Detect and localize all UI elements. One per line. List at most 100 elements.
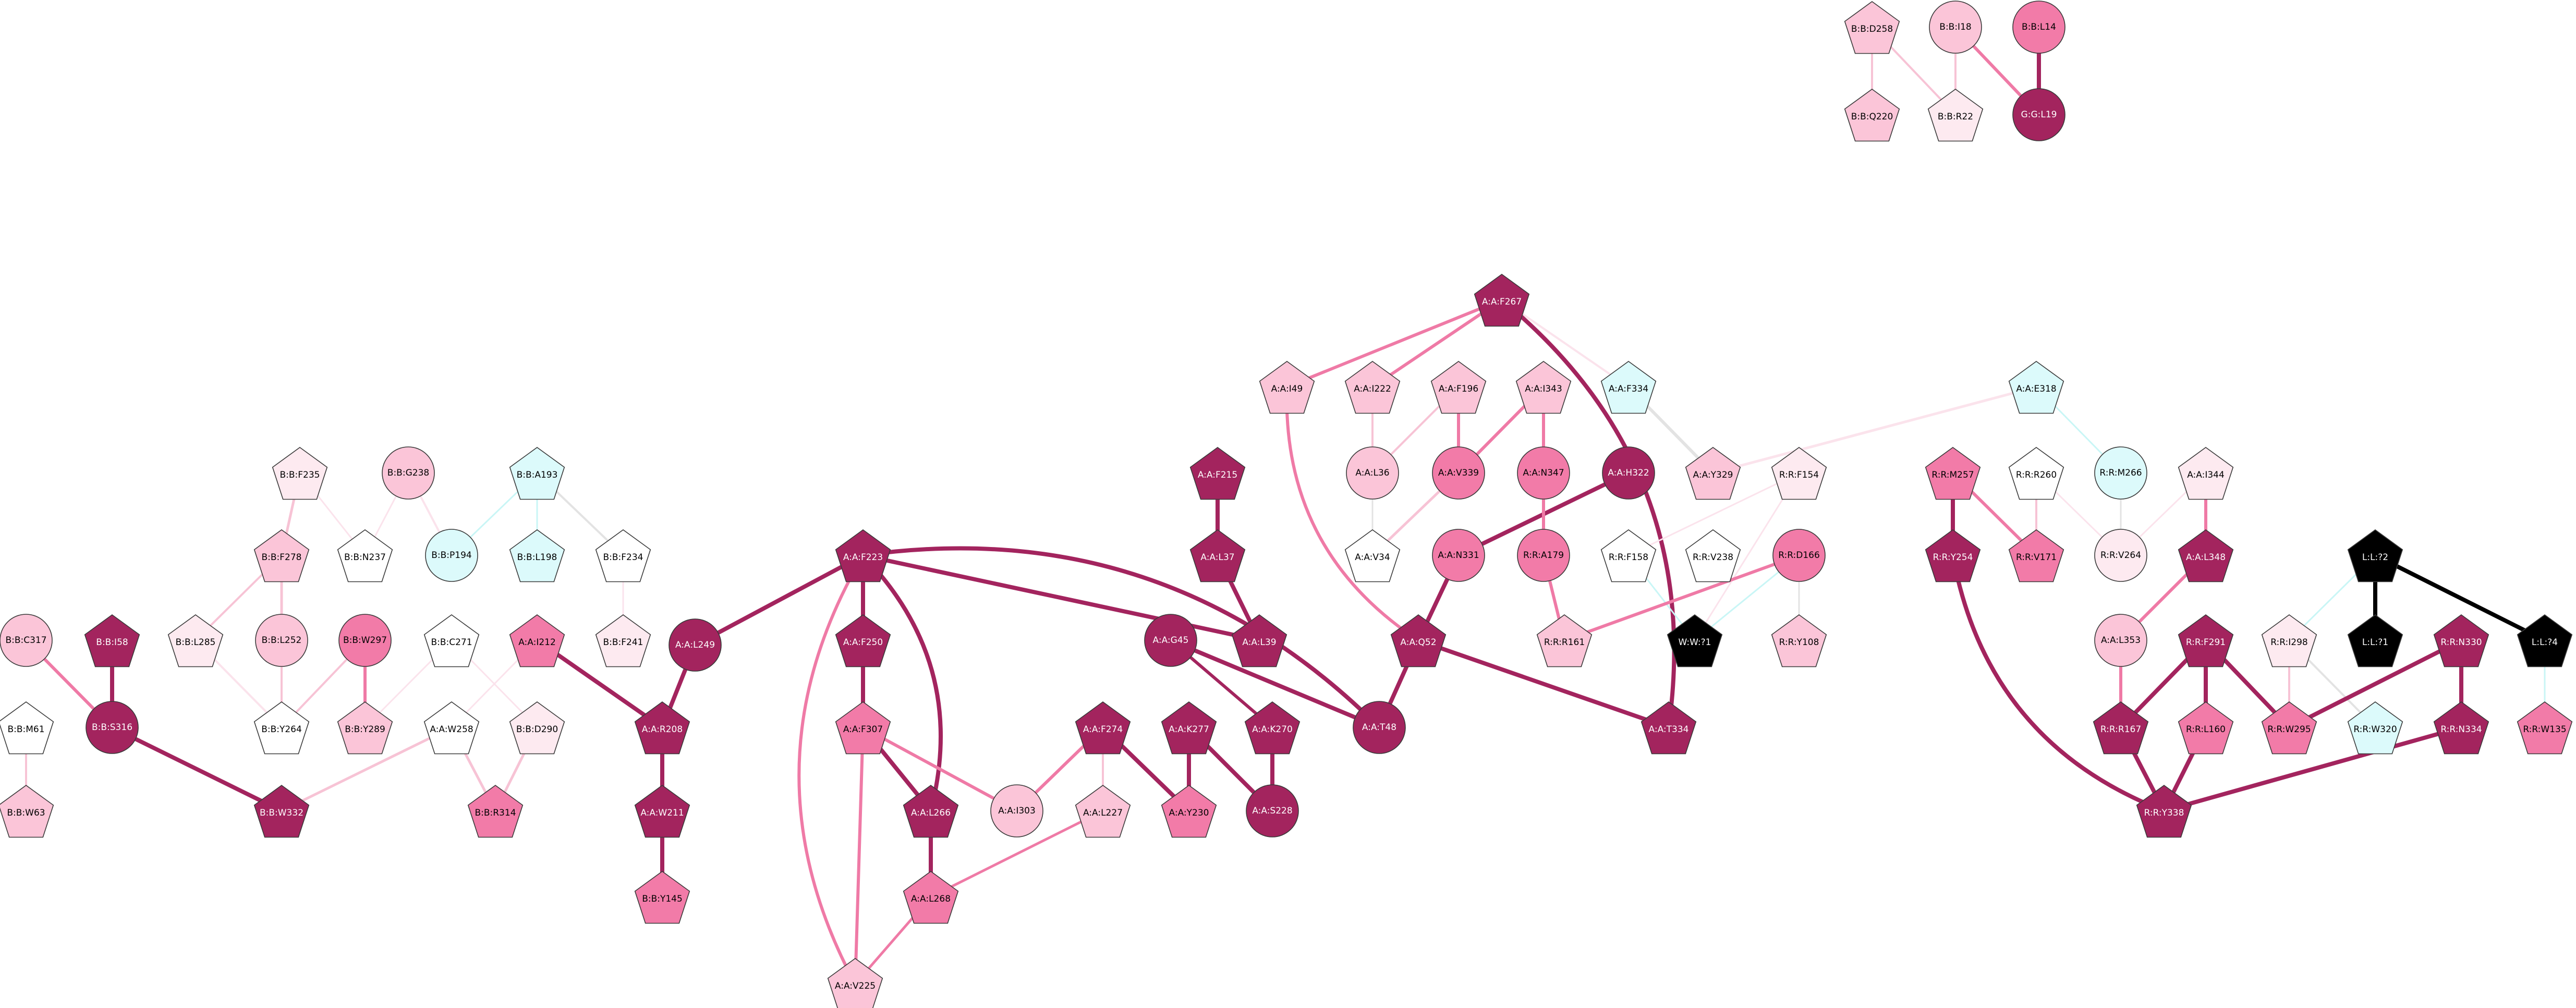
node-label-a-a-l348: A:A:L348 [2186, 552, 2226, 563]
node-label-a-a-i212: A:A:I212 [518, 637, 556, 648]
node-shape-a-a-f274 [1075, 701, 1131, 755]
node-shape-a-a-t334 [1641, 701, 1697, 755]
edges-layer [25, 25, 2547, 986]
node-label-b-b-f278: B:B:F278 [261, 552, 301, 563]
node-a-a-t334: A:A:T334 [1641, 701, 1697, 755]
node-b-b-l252: B:B:L252 [255, 614, 308, 667]
node-b-b-q220: B:B:Q220 [1844, 89, 1900, 142]
node-r-r-y254: R:R:Y254 [1925, 529, 1981, 582]
edge-a-a-f307--a-a-i303 [861, 726, 1018, 812]
node-label-a-a-l249: A:A:L249 [675, 640, 715, 650]
node-label-b-b-m61: B:B:M61 [7, 724, 44, 735]
node-label-a-a-l227: A:A:L227 [1083, 808, 1123, 818]
node-b-b-l198: B:B:L198 [509, 529, 565, 582]
node-label-a-a-y230: A:A:Y230 [1169, 808, 1209, 818]
node-shape-b-b-l285 [167, 614, 224, 667]
node-shape-a-a-l37 [1189, 529, 1246, 582]
node-l-l-4: L:L:?4 [2517, 614, 2573, 667]
node-label-r-r-f291: R:R:F291 [2186, 637, 2226, 648]
edge-r-r-d166--r-r-r161 [1563, 554, 1801, 642]
node-a-a-k270: A:A:K270 [1244, 701, 1301, 755]
node-label-r-r-l160: R:R:L160 [2186, 724, 2226, 735]
node-label-b-b-y264: B:B:Y264 [261, 724, 302, 735]
node-b-b-r22: B:B:R22 [1927, 89, 1984, 142]
node-label-a-a-t334: A:A:T334 [1649, 724, 1689, 735]
node-b-b-l285: B:B:L285 [167, 614, 224, 667]
node-shape-a-a-l348 [2178, 529, 2234, 582]
node-label-a-a-w258: A:A:W258 [430, 724, 473, 735]
node-label-r-r-n334: R:R:N334 [2440, 724, 2482, 735]
node-shape-a-a-y329 [1685, 447, 1741, 500]
node-a-a-f274: A:A:F274 [1075, 701, 1131, 755]
node-label-b-b-w297: B:B:W297 [343, 635, 387, 646]
node-shape-r-r-r161 [1536, 614, 1593, 667]
node-shape-r-r-w320 [2347, 701, 2403, 755]
node-label-b-b-r314: B:B:R314 [475, 808, 516, 818]
node-a-a-l227: A:A:L227 [1075, 785, 1131, 838]
node-label-r-r-w295: R:R:W295 [2267, 724, 2311, 735]
node-label-b-b-d258: B:B:D258 [1851, 24, 1893, 34]
node-shape-b-b-w297 [338, 614, 392, 667]
node-r-r-y338: R:R:Y338 [2136, 785, 2192, 838]
node-label-a-a-e318: A:A:E318 [2016, 384, 2056, 394]
node-label-b-b-a193: B:B:A193 [517, 470, 558, 480]
node-r-r-i298: R:R:I298 [2261, 614, 2317, 667]
node-r-r-f158: R:R:F158 [1600, 529, 1657, 582]
node-a-a-r208: A:A:R208 [634, 701, 690, 755]
node-label-a-a-r208: A:A:R208 [642, 724, 683, 735]
node-a-a-w211: A:A:W211 [634, 785, 690, 838]
node-l-l-1: L:L:?1 [2347, 614, 2403, 667]
node-w-w-1: W:W:?1 [1667, 614, 1723, 667]
node-shape-b-b-p194 [425, 529, 478, 582]
node-label-b-b-i18: B:B:I18 [1939, 22, 1971, 32]
node-a-a-s228: A:A:S228 [1246, 784, 1299, 837]
node-a-a-h322: A:A:H322 [1602, 446, 1655, 500]
node-shape-a-a-l266 [903, 785, 959, 838]
node-a-a-w258: A:A:W258 [423, 701, 480, 755]
node-r-r-v238: R:R:V238 [1685, 529, 1741, 582]
node-label-a-a-l36: A:A:L36 [1355, 468, 1389, 478]
node-b-b-p194: B:B:P194 [425, 529, 478, 582]
node-l-l-2: L:L:?2 [2347, 529, 2403, 582]
node-label-a-a-f334: A:A:F334 [1609, 384, 1648, 394]
node-shape-r-r-r260 [2008, 447, 2064, 500]
node-shape-b-b-i18 [1929, 1, 1982, 54]
node-shape-b-b-c271 [423, 614, 480, 667]
node-label-b-b-p194: B:B:P194 [431, 550, 471, 561]
edge-a-a-f307--a-a-v225 [854, 726, 865, 986]
node-shape-r-r-f158 [1600, 529, 1657, 582]
node-a-a-v34: A:A:V34 [1344, 529, 1401, 582]
node-shape-a-a-l249 [669, 618, 722, 672]
node-shape-b-b-m61 [0, 701, 54, 755]
node-shape-w-w-1 [1667, 614, 1723, 667]
node-b-b-g238: B:B:G238 [382, 446, 435, 500]
node-label-b-b-i58: B:B:I58 [96, 637, 128, 648]
edge-a-a-f267--a-a-i49 [1285, 298, 1503, 388]
edge-r-r-n334--r-r-y338 [2162, 725, 2463, 813]
node-label-g-g-l19: G:G:L19 [2021, 110, 2057, 120]
node-label-a-a-f196: A:A:F196 [1439, 384, 1478, 394]
node-shape-b-b-r314 [467, 785, 524, 838]
node-shape-a-a-f307 [835, 701, 891, 755]
node-b-b-c271: B:B:C271 [423, 614, 480, 667]
node-r-r-m257: R:R:M257 [1925, 447, 1981, 500]
node-label-r-r-d166: R:R:D166 [1778, 550, 1820, 561]
node-b-b-i58: B:B:I58 [84, 614, 140, 667]
node-r-r-n334: R:R:N334 [2433, 701, 2489, 755]
node-label-r-r-w320: R:R:W320 [2353, 724, 2397, 735]
node-shape-l-l-2 [2347, 529, 2403, 582]
node-shape-b-b-y289 [337, 701, 393, 755]
node-shape-r-r-f154 [1771, 447, 1827, 500]
node-a-a-f307: A:A:F307 [835, 701, 891, 755]
node-b-b-r314: B:B:R314 [467, 785, 524, 838]
node-label-a-a-v339: A:A:V339 [1438, 468, 1479, 478]
node-label-b-b-d290: B:B:D290 [516, 724, 558, 735]
node-label-b-b-c271: B:B:C271 [431, 637, 472, 648]
node-label-b-b-f234: B:B:F234 [603, 552, 643, 563]
node-label-b-b-y289: B:B:Y289 [345, 724, 385, 735]
node-shape-a-a-i343 [1515, 361, 1572, 414]
node-a-a-i212: A:A:I212 [509, 614, 565, 667]
node-label-a-a-l39: A:A:L39 [1242, 637, 1276, 648]
node-shape-a-a-f196 [1430, 361, 1487, 414]
node-shape-b-b-r22 [1927, 89, 1984, 142]
